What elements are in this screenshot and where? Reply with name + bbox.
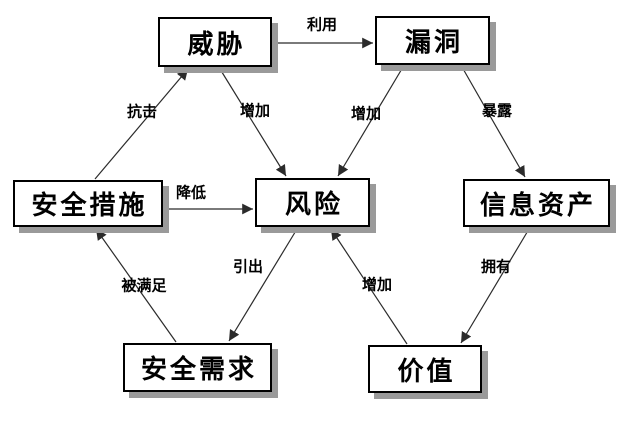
edge-resist-line: [94, 68, 189, 180]
edge-label-expose: 暴露: [481, 102, 513, 120]
edge-satisfied-by-line: [95, 228, 177, 343]
node-value: 价值: [368, 345, 482, 393]
edge-label-increase-value: 增加: [361, 276, 393, 294]
edge-label-increase-vuln: 增加: [350, 105, 382, 123]
node-info-assets: 信息资产: [463, 179, 610, 227]
node-value-label: 价值: [397, 355, 456, 386]
edge-expose-line: [461, 66, 526, 178]
edge-label-satisfied-by: 被满足: [121, 277, 167, 295]
edge-label-reduce: 降低: [175, 184, 207, 202]
edge-label-resist: 抗击: [126, 103, 158, 121]
node-safeguards: 安全措施: [13, 180, 163, 227]
edge-label-own: 拥有: [480, 258, 512, 276]
node-security-requirements-label: 安全需求: [140, 354, 257, 384]
node-threat-label: 威胁: [187, 28, 246, 59]
edge-leads-to-line: [228, 228, 298, 342]
node-risk: 风险: [255, 178, 370, 227]
node-safeguards-label: 安全措施: [31, 190, 148, 220]
edge-increase-threat-line: [219, 68, 287, 177]
edge-label-increase-threat: 增加: [239, 102, 271, 120]
edge-increase-vuln-line: [337, 66, 404, 177]
node-info-assets-label: 信息资产: [479, 189, 596, 220]
node-risk-label: 风险: [284, 189, 343, 219]
node-vulnerability-label: 漏洞: [404, 27, 463, 57]
edge-own-line: [460, 228, 530, 344]
edge-label-exploit: 利用: [306, 16, 338, 34]
node-threat: 威胁: [158, 17, 272, 67]
node-vulnerability: 漏洞: [375, 16, 490, 65]
edge-increase-value-line: [330, 228, 408, 345]
node-security-requirements: 安全需求: [123, 343, 272, 392]
edge-label-leads-to: 引出: [232, 258, 264, 276]
